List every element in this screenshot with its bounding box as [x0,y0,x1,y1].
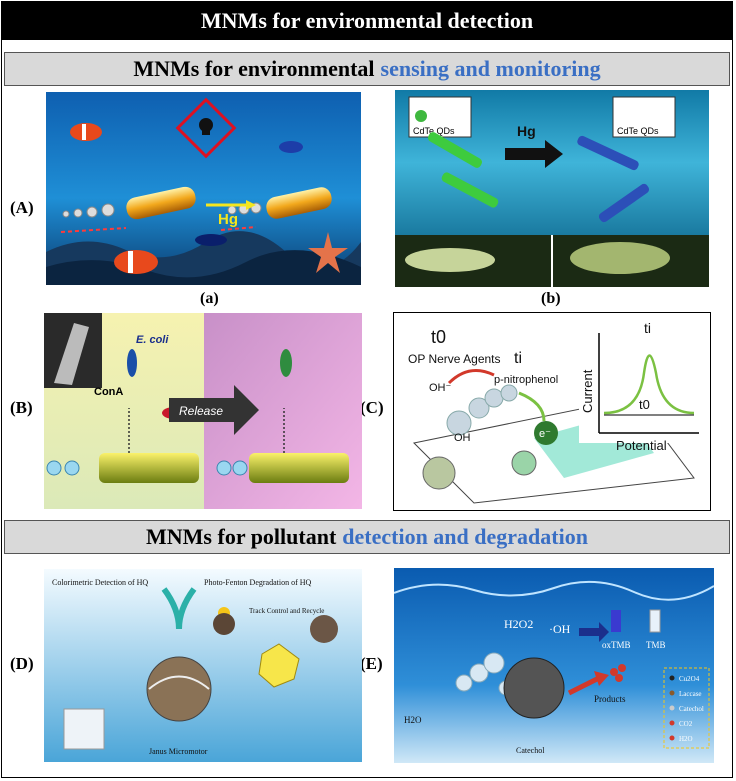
janus-sphere-large [146,656,212,722]
panel-C-image: t0 OP Nerve Agents ti p-nitrophenol OH⁻ … [393,312,711,511]
label-E: (E) [360,654,383,673]
op-agents-label: OP Nerve Agents [408,352,501,366]
tmb-label: TMB [646,640,666,650]
release-arrow [169,385,259,435]
legend-box: Cu2O4 Laccase Catechol CO2 H2O [663,667,710,749]
ecoli-release-scene: E. coli ConA Release [44,313,362,509]
blue-micromotor-chain [577,135,650,223]
section-header-highlight: sensing and monitoring [380,56,601,81]
section-header-prefix: MNMs for environmental [133,56,375,81]
products-icon [610,664,626,682]
ti-top-label: ti [514,350,522,367]
track-control-label: Track Control and Recycle [249,607,324,615]
tube-left [99,453,199,483]
micromotor-sphere [503,657,565,719]
janus-sphere-icon [422,456,456,490]
janus-label: Janus Micromotor [149,747,208,756]
underwater-scene-b: CdTe QDs CdTe QDs Hg [395,90,709,287]
section-header-highlight: detection and degradation [342,524,588,549]
oxtmb-tube-icon [611,610,621,632]
electron-label: e⁻ [539,428,551,440]
blue-tang-fish-icon [195,141,303,246]
micrograph-inset [63,708,105,750]
micromotor-tube-left [126,186,196,220]
underwater-scene-a: Hg [46,92,361,285]
tube-right [249,453,349,483]
pnp-label: p-nitrophenol [494,374,558,386]
h2o2-label: H2O2 [504,617,533,631]
qd-label-left: CdTe QDs [413,126,455,136]
voltammogram-inset: Current Potential ti t0 [579,313,710,453]
section-header-prefix: MNMs for pollutant [146,524,337,549]
released-ecoli-icon [280,349,292,377]
panel-b-image: CdTe QDs CdTe QDs Hg [395,90,709,287]
legend-item: Cu2O4 [679,675,700,683]
catechol-label: Catechol [516,746,545,755]
legend-item: CO2 [679,720,693,728]
micromotor-tube-right [266,187,332,219]
t0-peak-label: t0 [639,397,650,412]
oh-minus-label: OH⁻ [429,382,452,394]
star-catalyst-icon [258,643,300,688]
sublabel-a: (a) [200,290,219,307]
figure-title: MNMs for environmental detection [2,2,732,40]
potential-axis-label: Potential [616,438,667,453]
legend-item: H2O [679,735,693,743]
nerve-agent-detection: t0 OP Nerve Agents ti p-nitrophenol OH⁻ … [394,313,710,510]
label-C: (C) [360,398,384,417]
sublabel-b: (b) [541,290,561,307]
panel-a-image: Hg [46,92,361,285]
label-B: (B) [10,398,33,417]
starfish-icon [308,232,348,273]
hg-label: Hg [218,211,238,228]
label-A: (A) [10,198,34,217]
mercury-beads [62,202,262,218]
panel-E-image: H2O2 ·OH oxTMB TMB Products H2O Catechol… [394,568,714,763]
bubble-cluster [446,384,518,436]
arrow-hg-b [505,140,563,168]
electrode-plane [412,397,695,504]
current-axis-label: Current [580,369,595,413]
release-label: Release [179,404,223,418]
colorimetric-label: Colorimetric Detection of HQ [52,578,148,587]
laccase-degradation-scene: H2O2 ·OH oxTMB TMB Products H2O Catechol… [394,568,714,763]
panel-D-image: Colorimetric Detection of HQ Photo-Fento… [44,569,362,762]
label-D: (D) [10,654,34,673]
skull-warning-icon [175,97,237,159]
oxtmb-label: oxTMB [602,640,631,650]
section-header-pollutant: MNMs for pollutant detection and degrada… [4,520,730,554]
janus-micromotor-scene: Colorimetric Detection of HQ Photo-Fento… [44,569,362,762]
products-label: Products [594,694,626,704]
panel-B-image: E. coli ConA Release [44,313,362,509]
oh-radical-label: ·OH [549,622,571,636]
ecoli-label: E. coli [136,334,169,346]
legend-item: Laccase [679,690,702,698]
ecoli-icon [127,349,137,377]
arrow-to-oxtmb [579,622,609,642]
bubbles [46,460,248,476]
magnet-sphere [310,615,338,643]
t0-top-label: t0 [431,327,446,347]
h2o-label: H2O [404,715,422,725]
cona-label: ConA [94,386,123,398]
hg-label-b: Hg [517,123,536,139]
section-header-sensing: MNMs for environmental sensing and monit… [4,52,730,86]
legend-item: Catechol [679,705,704,713]
ti-peak-label: ti [644,320,651,336]
photofenton-label: Photo-Fenton Degradation of HQ [204,578,312,587]
green-micromotor-chain [427,132,499,208]
oh-label: OH [454,432,471,444]
branch-arrow [161,587,197,630]
clownfish-icon [70,123,158,274]
qd-label-right: CdTe QDs [617,126,659,136]
tmb-tube-icon [649,609,661,633]
